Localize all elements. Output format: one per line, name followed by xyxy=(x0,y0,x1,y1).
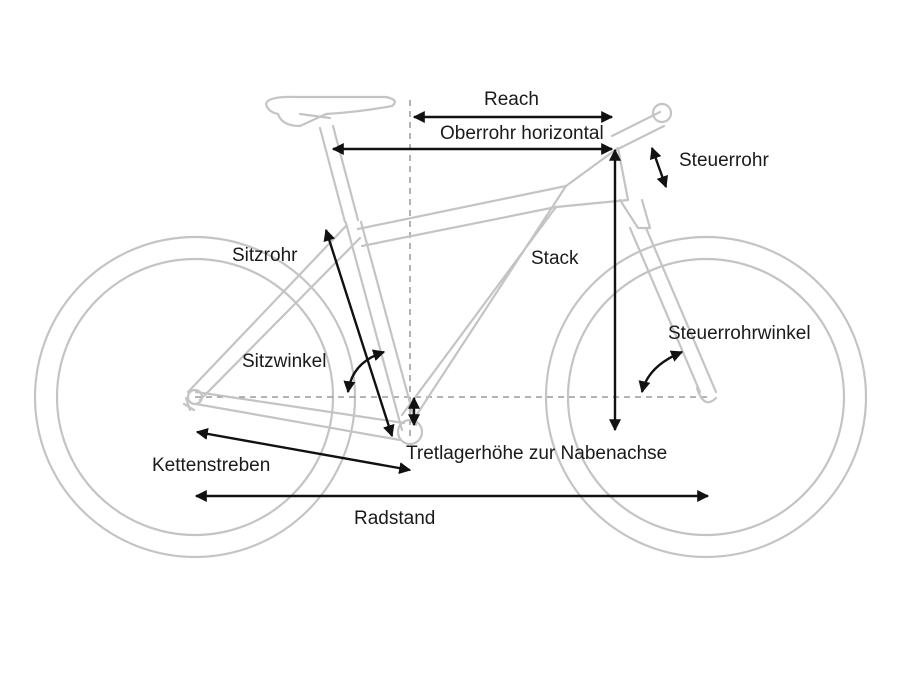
seat-angle-label: Sitzwinkel xyxy=(242,351,327,372)
seat-tube-arrow xyxy=(323,228,395,438)
stack-label: Stack xyxy=(531,248,579,269)
head-tube-arrow xyxy=(650,146,668,189)
chainstays-label: Kettenstreben xyxy=(152,455,271,476)
wheelbase-label: Radstand xyxy=(354,508,436,529)
seat-angle-arc xyxy=(343,349,386,394)
head-angle-arc xyxy=(638,350,684,394)
top-tube-horizontal-label: Oberrohr horizontal xyxy=(440,123,604,144)
head-angle-label: Steuerrohrwinkel xyxy=(668,323,811,344)
seat-tube-label: Sitzrohr xyxy=(232,245,298,266)
chainstay-arrow xyxy=(195,427,412,475)
reach-label: Reach xyxy=(484,89,539,110)
front-wheel xyxy=(544,235,868,559)
head-tube-label: Steuerrohr xyxy=(679,150,769,171)
bb-height-label: Tretlagerhöhe zur Nabenachse xyxy=(406,443,668,464)
